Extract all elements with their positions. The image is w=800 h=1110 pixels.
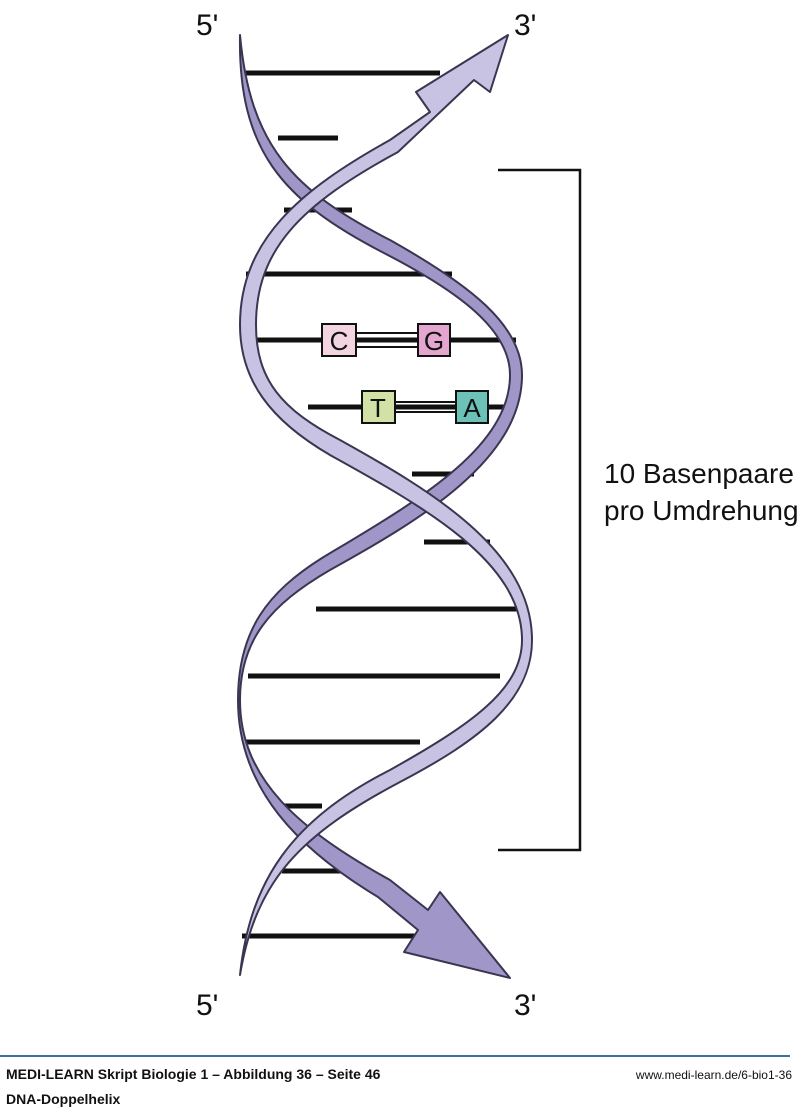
footer-divider bbox=[0, 1055, 790, 1057]
base-a-box bbox=[455, 390, 489, 424]
light-strand bbox=[239, 34, 533, 976]
base-t-box bbox=[361, 390, 396, 424]
turn-bracket bbox=[498, 168, 582, 852]
label-5-prime-top: 5' bbox=[196, 9, 218, 42]
base-c-label: C bbox=[330, 326, 349, 356]
pitch-label-line2: pro Umdrehung bbox=[604, 495, 799, 526]
base-a-label: A bbox=[463, 393, 481, 423]
footer-title: MEDI-LEARN Skript Biologie 1 – Abbildung… bbox=[6, 1066, 381, 1082]
figure-caption: DNA-Doppelhelix bbox=[6, 1091, 121, 1107]
footer-url: www.medi-learn.de/6-bio1-36 bbox=[635, 1068, 792, 1082]
label-5-prime-bottom: 5' bbox=[196, 989, 218, 1022]
label-3-prime-top: 3' bbox=[514, 9, 536, 42]
dark-strand bbox=[237, 34, 523, 979]
base-g-label: G bbox=[424, 326, 444, 356]
base-pair-cg: C G bbox=[321, 323, 451, 357]
dna-double-helix-diagram: C G T A 5' 3' 5' 3' 10 Basenpaare pro Um… bbox=[196, 9, 799, 1022]
base-c-box bbox=[321, 323, 357, 357]
base-pair-ta: T A bbox=[361, 390, 489, 424]
label-3-prime-bottom: 3' bbox=[514, 989, 536, 1022]
pitch-label-line1: 10 Basenpaare bbox=[604, 458, 794, 489]
base-g-box bbox=[417, 323, 451, 357]
base-t-label: T bbox=[370, 393, 386, 423]
